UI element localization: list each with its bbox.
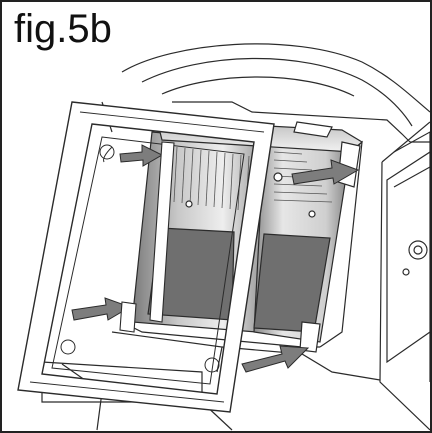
arrow-bottom-left-icon [71, 297, 132, 321]
device-body [101, 43, 430, 431]
arrows [71, 144, 360, 373]
inner-right-wall [253, 141, 351, 343]
side-panel [386, 151, 430, 364]
right-latch [299, 141, 361, 353]
arrow-top-right-icon [291, 159, 360, 185]
door-frame [17, 101, 275, 413]
door-hinge [119, 141, 175, 333]
door-inner-lip [51, 136, 245, 385]
figure-label: fig.5b [11, 6, 115, 52]
arrow-bottom-right-icon [241, 345, 310, 373]
arrow-top-left-icon [119, 144, 164, 167]
